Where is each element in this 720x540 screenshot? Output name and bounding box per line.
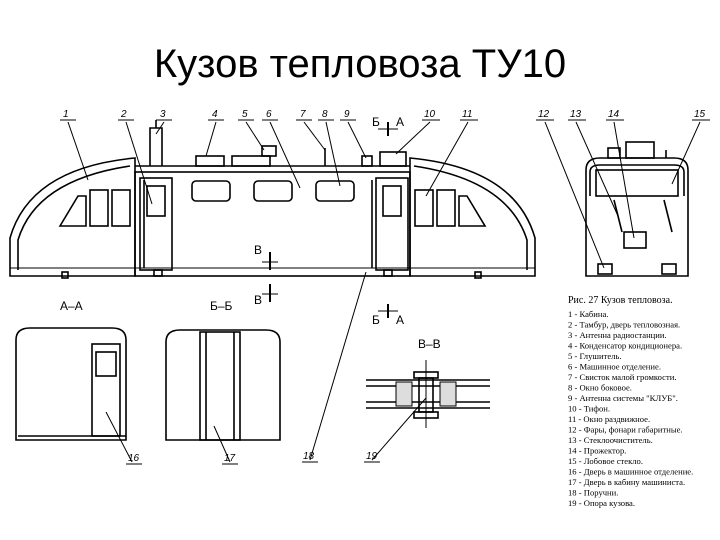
legend-item: 14 - Прожектор.: [568, 446, 626, 456]
callout-4: 4: [212, 109, 218, 120]
callout-3: 3: [160, 109, 166, 120]
legend-item: 8 - Окно боковое.: [568, 383, 632, 393]
legend-item: 19 - Опора кузова.: [568, 498, 635, 508]
legend-item: 7 - Свисток малой громкости.: [568, 372, 676, 382]
legend-item: 10 - Тифон.: [568, 404, 610, 414]
callout-1: 1: [63, 109, 69, 120]
section-b-b: [165, 329, 281, 441]
legend-item: 9 - Антенна системы "КЛУБ".: [568, 393, 678, 403]
callout-9: 9: [344, 109, 350, 120]
callout-19: 19: [366, 451, 378, 462]
callout-17: 17: [224, 453, 236, 464]
page-title: Кузов тепловоза ТУ10: [153, 42, 567, 86]
callout-13: 13: [570, 109, 582, 120]
front-view: [585, 141, 689, 277]
legend-caption: Рис. 27 Кузов тепловоза.: [568, 295, 673, 306]
section-title-b-b: Б–Б: [210, 299, 233, 313]
mark-b-top: Б: [372, 115, 380, 129]
callout-11: 11: [462, 109, 472, 120]
callout-numbers: 1 2 3 4 5 6 7 8 9 10 11 12 13 14 15 16 1…: [63, 109, 706, 464]
callout-18: 18: [303, 451, 315, 462]
legend-item: 4 - Конденсатор кондиционера.: [568, 341, 682, 351]
callout-10: 10: [424, 109, 436, 120]
leader-lines: [60, 119, 710, 465]
section-title-a-a: А–А: [60, 299, 83, 313]
mark-b-bottom: Б: [372, 313, 380, 327]
side-view: [9, 120, 536, 279]
section-cut-marks: [262, 122, 398, 318]
legend-item: 11 - Окно раздвижное.: [568, 414, 650, 424]
section-labels: Б А Б А В В А–А Б–Б В–В: [60, 115, 441, 351]
callout-15: 15: [694, 109, 706, 120]
callout-5: 5: [242, 109, 248, 120]
section-v-v: [366, 360, 490, 428]
callout-16: 16: [128, 453, 140, 464]
legend-item: 12 - Фары, фонари габаритные.: [568, 425, 683, 435]
section-a-a: [15, 327, 127, 441]
callout-14: 14: [608, 109, 620, 120]
mark-a-top: А: [396, 115, 404, 129]
callout-6: 6: [266, 109, 272, 120]
callout-8: 8: [322, 109, 328, 120]
mark-v-bottom: В: [254, 293, 262, 307]
legend-item: 15 - Лобовое стекло.: [568, 456, 643, 466]
legend: Рис. 27 Кузов тепловоза. 1 - Кабина. 2 -…: [568, 295, 693, 508]
legend-item: 17 - Дверь в кабину машиниста.: [568, 477, 685, 487]
legend-item: 2 - Тамбур, дверь тепловозная.: [568, 320, 680, 330]
legend-item: 3 - Антенна радиостанции.: [568, 330, 667, 340]
legend-item: 13 - Стеклоочиститель.: [568, 435, 653, 445]
legend-item: 6 - Машинное отделение.: [568, 362, 661, 372]
legend-item: 18 - Поручни.: [568, 488, 618, 498]
legend-item: 16 - Дверь в машинное отделение.: [568, 467, 693, 477]
callout-12: 12: [538, 109, 550, 120]
mark-a-bottom: А: [396, 313, 404, 327]
mark-v-top: В: [254, 243, 262, 257]
legend-item: 1 - Кабина.: [568, 309, 608, 319]
section-title-v-v: В–В: [418, 337, 441, 351]
callout-7: 7: [300, 109, 306, 120]
callout-2: 2: [120, 109, 127, 120]
legend-item: 5 - Глушитель.: [568, 351, 622, 361]
